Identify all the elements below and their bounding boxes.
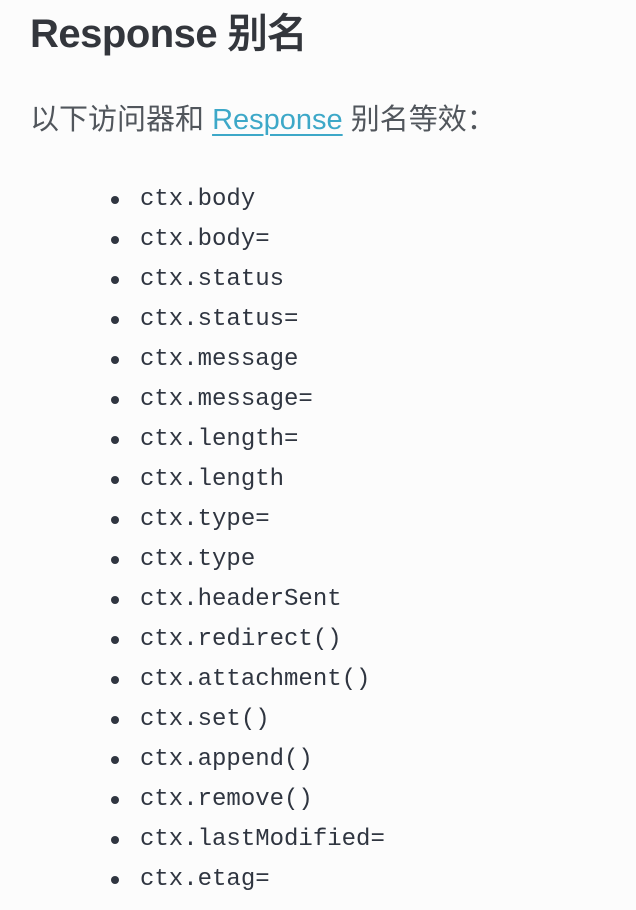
alias-list-item: ctx.append() <box>30 740 606 780</box>
alias-list-item: ctx.body= <box>30 220 606 260</box>
alias-list-item: ctx.type= <box>30 500 606 540</box>
alias-code: ctx.append() <box>140 746 313 773</box>
alias-code: ctx.body <box>140 186 256 213</box>
alias-code: ctx.remove() <box>140 786 313 813</box>
bullet-icon <box>111 596 119 604</box>
bullet-icon <box>111 676 119 684</box>
alias-list-item: ctx.attachment() <box>30 660 606 700</box>
bullet-icon <box>111 276 119 284</box>
bullet-icon <box>111 476 119 484</box>
bullet-icon <box>111 356 119 364</box>
alias-list-item: ctx.message= <box>30 380 606 420</box>
intro-text-prefix: 以下访问器和 <box>30 104 213 136</box>
bullet-icon <box>111 836 119 844</box>
page-title: Response 别名 <box>30 12 307 56</box>
alias-code: ctx.body= <box>140 226 270 253</box>
bullet-icon <box>111 196 119 204</box>
alias-code: ctx.etag= <box>140 866 270 893</box>
response-link[interactable]: Response <box>212 104 343 136</box>
bullet-icon <box>111 876 119 884</box>
bullet-icon <box>111 316 119 324</box>
alias-code: ctx.set() <box>140 706 270 733</box>
alias-code: ctx.length= <box>140 426 299 453</box>
alias-list-item: ctx.etag= <box>30 860 606 900</box>
alias-list-item: ctx.body <box>30 180 606 220</box>
intro-text-suffix: 别名等效： <box>342 104 496 136</box>
alias-list-item: ctx.type <box>30 540 606 580</box>
alias-list-item: ctx.set() <box>30 700 606 740</box>
alias-list-item: ctx.status <box>30 260 606 300</box>
bullet-icon <box>111 716 119 724</box>
alias-code: ctx.message= <box>140 386 313 413</box>
alias-code: ctx.lastModified= <box>140 826 385 853</box>
alias-code: ctx.status= <box>140 306 299 333</box>
alias-code: ctx.attachment() <box>140 666 371 693</box>
alias-list-item: ctx.remove() <box>30 780 606 820</box>
alias-code: ctx.headerSent <box>140 586 342 613</box>
bullet-icon <box>111 516 119 524</box>
alias-code: ctx.message <box>140 346 299 373</box>
bullet-icon <box>111 556 119 564</box>
bullet-icon <box>111 796 119 804</box>
bullet-icon <box>111 396 119 404</box>
bullet-icon <box>111 756 119 764</box>
alias-list-item: ctx.redirect() <box>30 620 606 660</box>
alias-list-item: ctx.message <box>30 340 606 380</box>
bullet-icon <box>111 236 119 244</box>
alias-code: ctx.type= <box>140 506 270 533</box>
doc-content: Response 别名 以下访问器和 Response 别名等效： ctx.bo… <box>0 10 636 900</box>
alias-list-item: ctx.lastModified= <box>30 820 606 860</box>
alias-list-item: ctx.length= <box>30 420 606 460</box>
alias-code: ctx.length <box>140 466 285 493</box>
alias-code: ctx.redirect() <box>140 626 342 653</box>
intro-paragraph: 以下访问器和 Response 别名等效： <box>30 98 606 142</box>
alias-list-item: ctx.length <box>30 460 606 500</box>
bullet-icon <box>111 436 119 444</box>
alias-list-item: ctx.headerSent <box>30 580 606 620</box>
bullet-icon <box>111 636 119 644</box>
alias-list: ctx.body ctx.body= ctx.status ctx.status… <box>30 180 606 900</box>
alias-code: ctx.type <box>140 546 256 573</box>
alias-code: ctx.status <box>140 266 285 293</box>
alias-list-item: ctx.status= <box>30 300 606 340</box>
